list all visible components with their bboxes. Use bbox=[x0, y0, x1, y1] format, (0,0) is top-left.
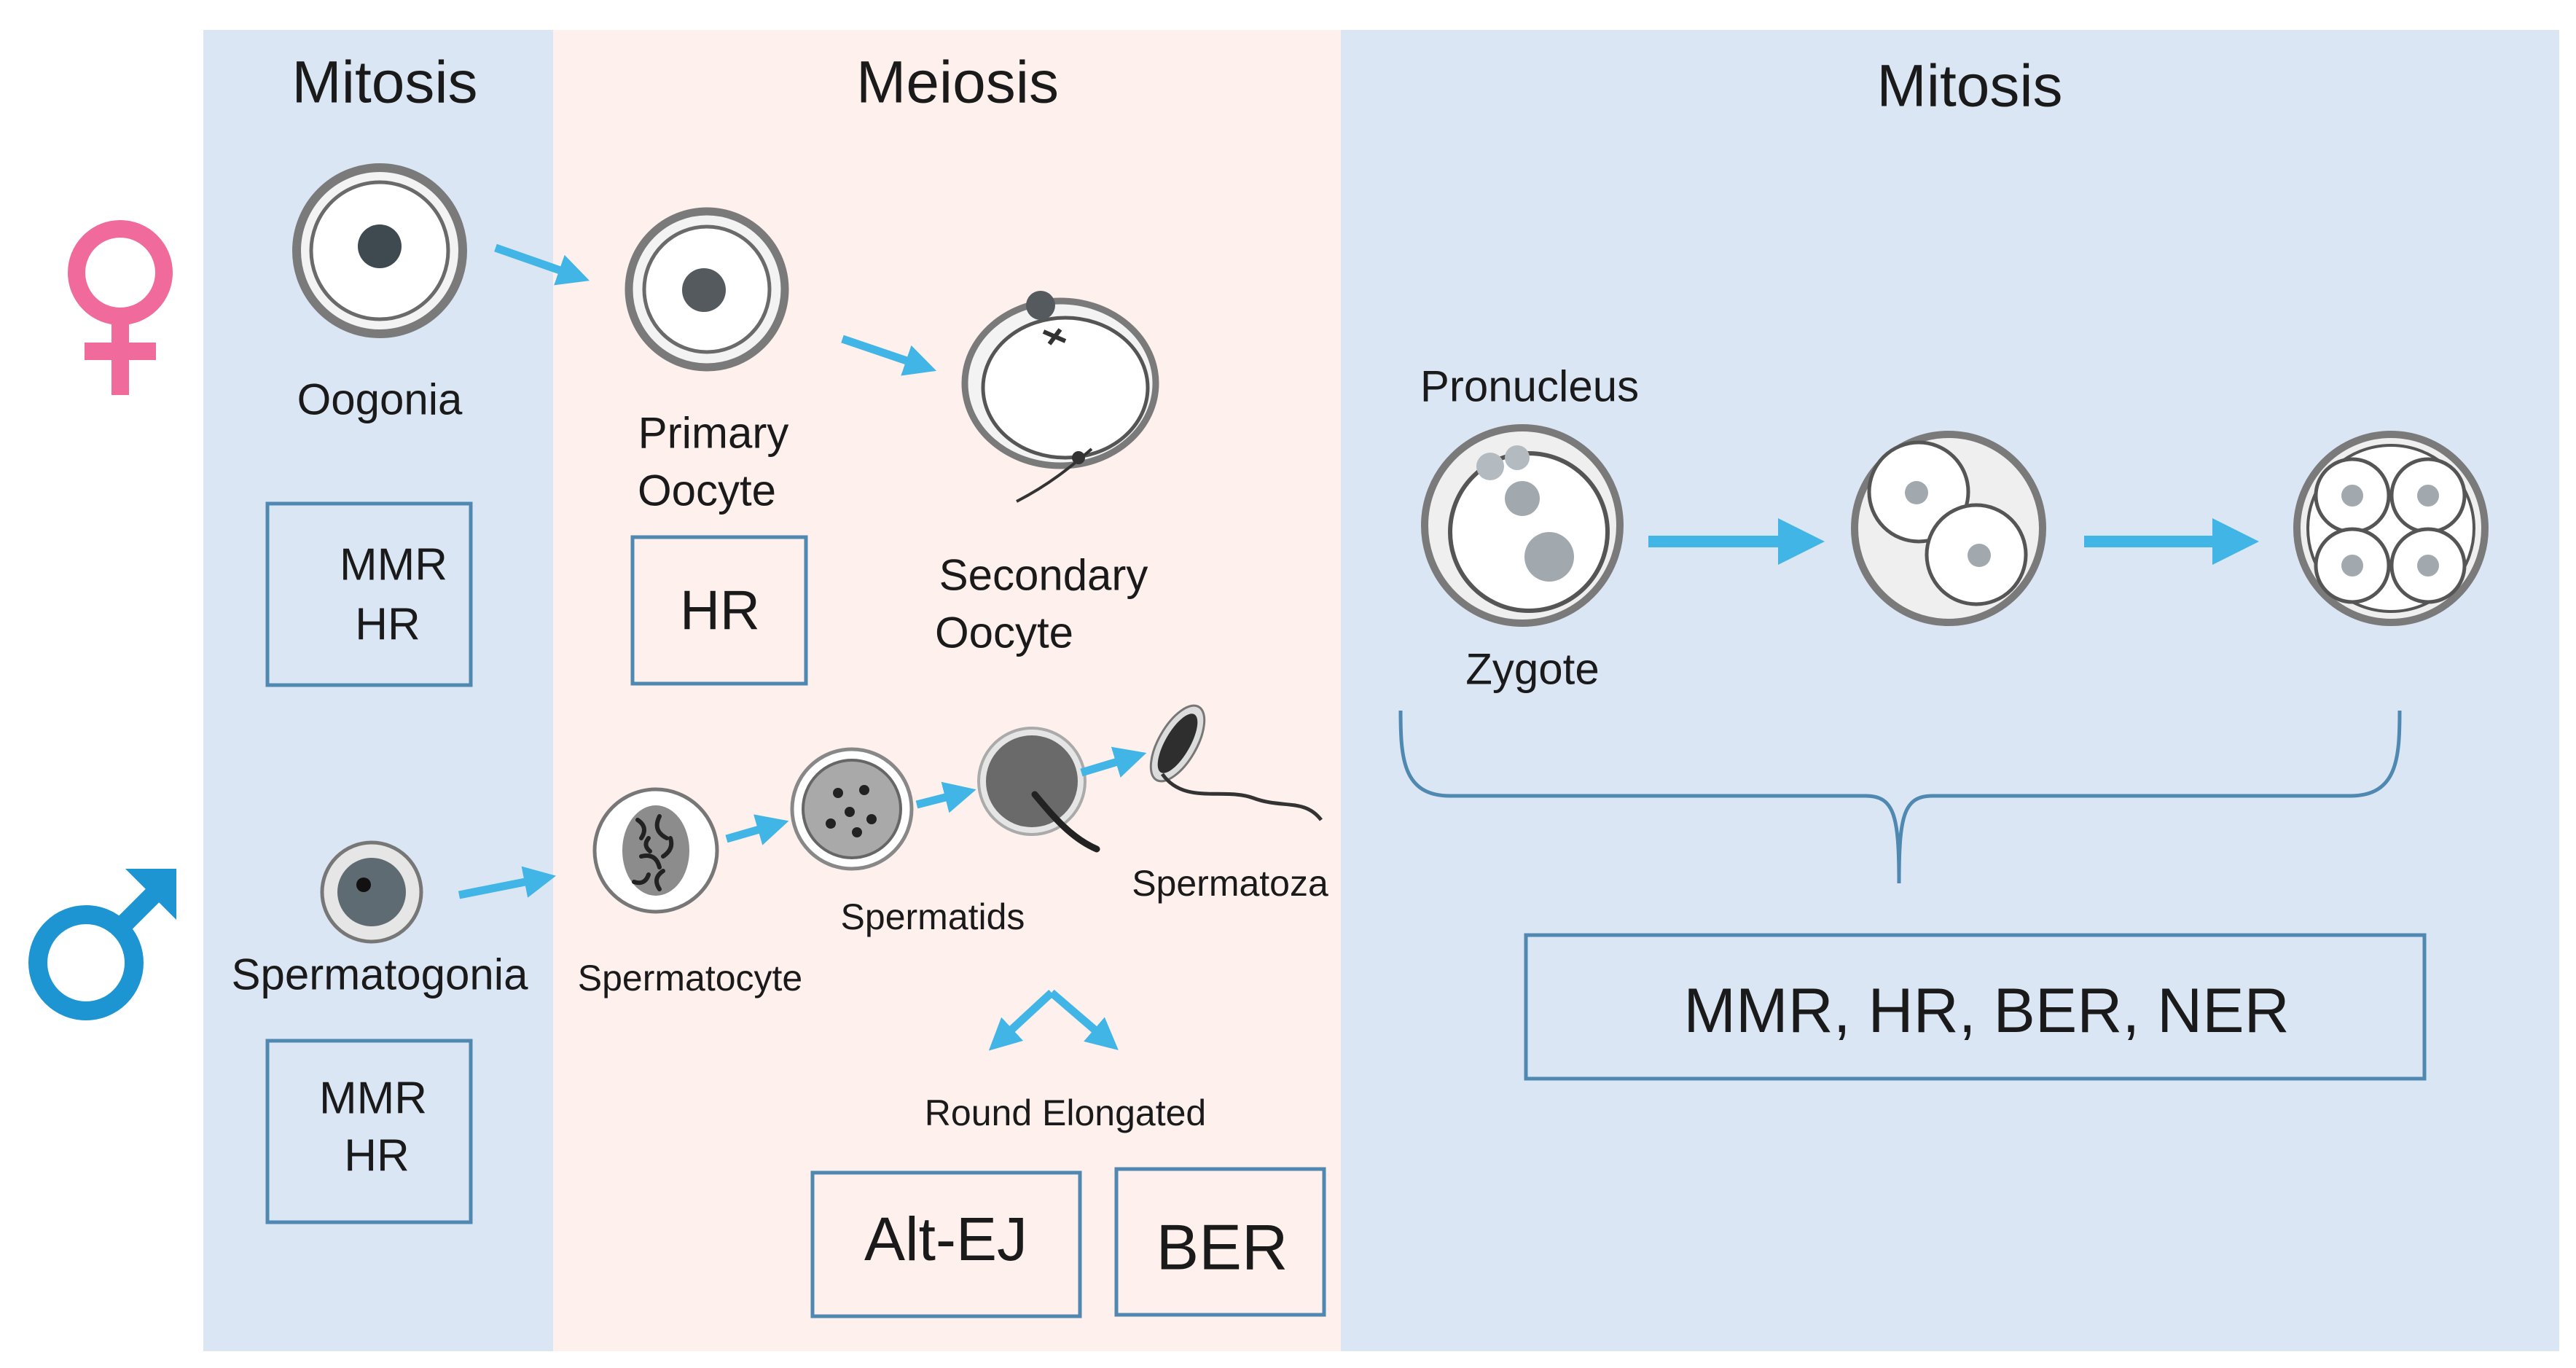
two-cell-embryo bbox=[1851, 431, 2046, 626]
female-mitosis-repair-hr: HR bbox=[355, 600, 420, 650]
male-symbol-icon bbox=[28, 869, 176, 1020]
female-symbol-icon bbox=[68, 220, 173, 395]
secondary-oocyte-cell bbox=[961, 291, 1159, 503]
round-elongated-label: Round Elongated bbox=[925, 1093, 1206, 1133]
zygote-label: Zygote bbox=[1465, 645, 1599, 694]
arrow-spermatocyte-to-spermatid bbox=[725, 814, 789, 845]
female-mitosis-repair-mmr: MMR bbox=[340, 540, 447, 590]
spermatogonia-label: Spermatogonia bbox=[232, 950, 529, 999]
pronucleus-label: Pronucleus bbox=[1420, 362, 1639, 411]
arrow-fork-round bbox=[988, 989, 1054, 1051]
arrow-fork-elongated bbox=[1049, 989, 1119, 1050]
left-mitosis-title: Mitosis bbox=[291, 50, 477, 116]
oogonia-cell bbox=[292, 163, 467, 338]
spermatocyte-label: Spermatocyte bbox=[578, 958, 802, 998]
embryo-repair-box: MMR, HR, BER, NER bbox=[1524, 933, 2427, 1081]
four-cell-embryo bbox=[2293, 431, 2489, 626]
spermatocyte-cell bbox=[592, 787, 719, 914]
female-meiosis-repair-hr: HR bbox=[680, 580, 760, 642]
male-mitosis-repair-hr: HR bbox=[344, 1131, 410, 1181]
spermatids-label: Spermatids bbox=[841, 896, 1025, 937]
male-mitosis-repair-mmr: MMR bbox=[319, 1074, 427, 1124]
right-mitosis-title: Mitosis bbox=[1876, 53, 2062, 120]
spermatozoon bbox=[1149, 704, 1323, 821]
primary-oocyte-label-line2: Oocyte bbox=[638, 466, 776, 515]
elongating-spermatid-cell bbox=[977, 727, 1100, 853]
female-meiosis-repair-box: HR bbox=[630, 535, 808, 686]
arrow-primary-to-secondary-oocyte bbox=[841, 335, 937, 376]
embryo-repair-label: MMR, HR, BER, NER bbox=[1683, 976, 2289, 1046]
secondary-oocyte-label-line2: Oocyte bbox=[935, 609, 1073, 657]
alt-ej-repair-box: Alt-EJ bbox=[810, 1170, 1082, 1318]
male-mitosis-repair-box: MMR HR bbox=[265, 1039, 473, 1224]
alt-ej-label: Alt-EJ bbox=[864, 1205, 1027, 1273]
arrow-spermatid-to-spermatozoa bbox=[1080, 746, 1147, 778]
mitosis-panel-right bbox=[1341, 30, 2559, 1351]
female-mitosis-repair-box: MMR HR bbox=[265, 501, 473, 687]
secondary-oocyte-label-line1: Secondary bbox=[939, 551, 1148, 600]
spermatogonia-cell bbox=[320, 840, 423, 944]
arrow-spermatogonia-to-spermatocyte bbox=[458, 866, 556, 899]
meiosis-title: Meiosis bbox=[856, 50, 1059, 116]
ber-label: BER bbox=[1156, 1211, 1288, 1283]
ber-repair-box: BER bbox=[1114, 1167, 1326, 1317]
primary-oocyte-cell bbox=[625, 207, 789, 372]
oogonia-label: Oogonia bbox=[297, 375, 463, 424]
embryo-stage-bracket bbox=[1398, 710, 2402, 884]
arrow-oogonia-to-primary-oocyte bbox=[494, 243, 590, 286]
spermatozoa-label: Spermatoza bbox=[1132, 863, 1328, 904]
zygote-cell bbox=[1421, 424, 1624, 627]
arrow-round-to-elongating-spermatid bbox=[915, 781, 976, 813]
primary-oocyte-label-line1: Primary bbox=[638, 409, 789, 458]
round-spermatid-cell bbox=[790, 747, 914, 871]
